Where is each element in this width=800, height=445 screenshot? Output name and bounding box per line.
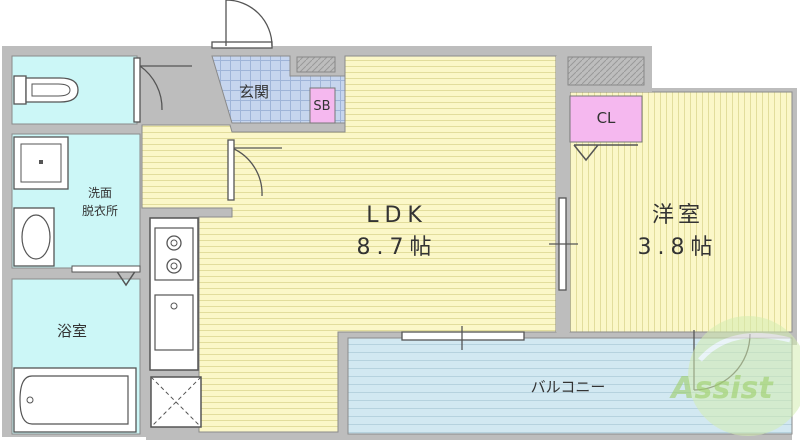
washroom-label-1: 洗面 — [88, 186, 112, 200]
bathtub-icon — [13, 367, 137, 433]
balcony-label: バルコニー — [531, 378, 606, 396]
western-room-label: 洋室 — [652, 203, 704, 228]
watermark-text: Assist — [669, 371, 774, 406]
shoe-box — [309, 87, 336, 124]
toilet-icon — [13, 75, 79, 105]
sliding-door-marks — [401, 197, 578, 350]
door-swings — [133, 0, 751, 391]
bathroom-label: 浴室 — [57, 322, 87, 340]
ldk-area: 8.7帖 — [357, 235, 438, 260]
washroom-label-2: 脱衣所 — [82, 203, 118, 218]
watermark-logo — [688, 316, 800, 436]
sink-icon — [154, 294, 194, 351]
entrance-label: 玄関 — [239, 83, 269, 101]
closet-door-icon — [573, 144, 638, 162]
ceiling-box-entrance — [296, 56, 336, 73]
western-room-area: 3.8帖 — [638, 235, 719, 260]
washing-machine-icon — [13, 136, 69, 190]
burner-icon — [166, 258, 182, 274]
closet-label: CL — [597, 109, 616, 127]
washbasin-icon — [13, 207, 55, 267]
ldk-label: LDK — [366, 203, 428, 228]
stove — [154, 227, 194, 281]
burner-icon — [166, 235, 182, 251]
shoe-box-label: SB — [313, 99, 330, 114]
closet — [569, 95, 643, 143]
ceiling-box-western — [567, 56, 645, 86]
